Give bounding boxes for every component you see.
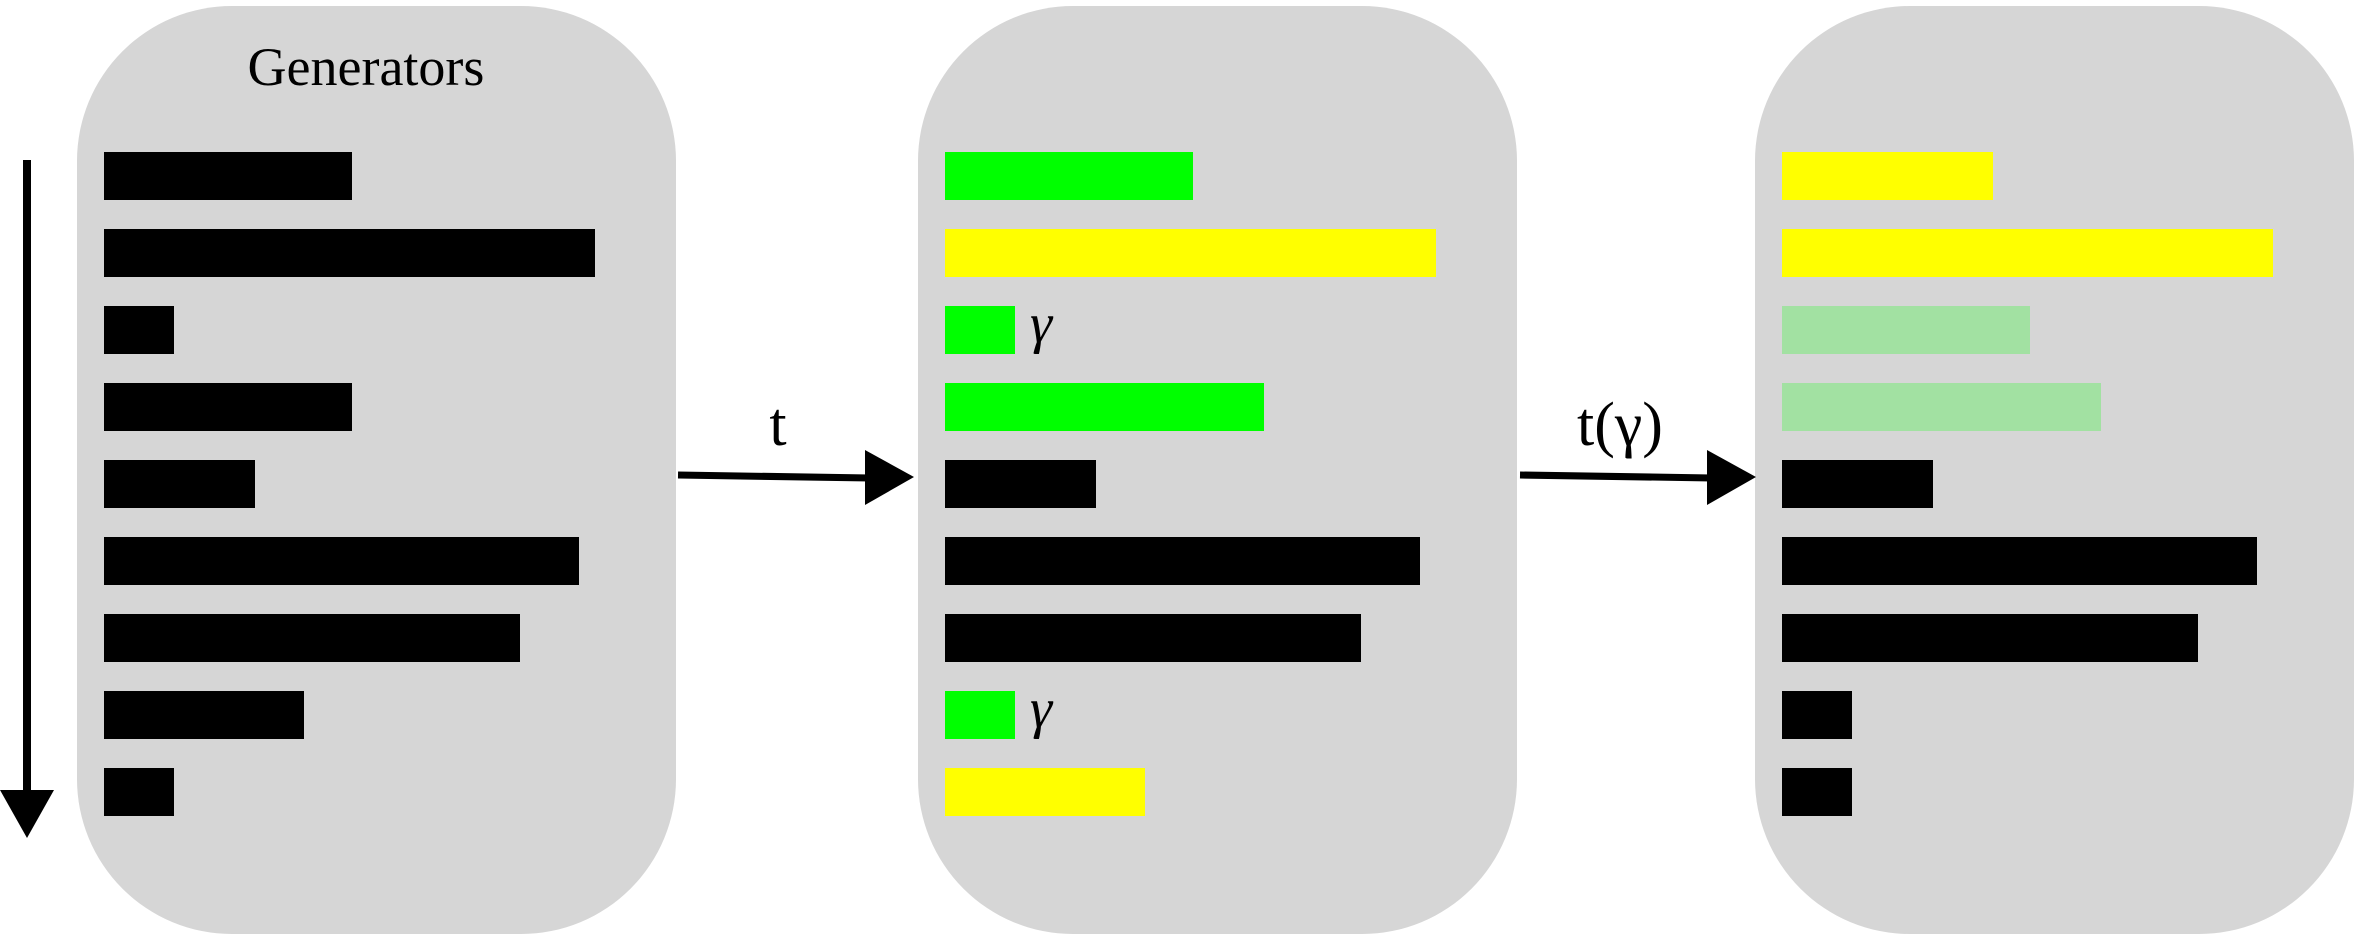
transition-arrow-t-gamma	[1519, 450, 1756, 505]
generator-bar-after-t-gamma-9	[1782, 768, 1852, 816]
generator-bar-after-t-9	[945, 768, 1145, 816]
generator-bar-generators-7	[104, 614, 520, 662]
gamma-marker: γ	[1030, 293, 1054, 355]
generator-bar-after-t-gamma-1	[1782, 152, 1993, 200]
transition-label-t-gamma: t(γ)	[1577, 391, 1663, 459]
generator-bar-after-t-gamma-5	[1782, 460, 1933, 508]
gamma-marker: γ	[1030, 678, 1054, 740]
generator-bar-after-t-2	[945, 229, 1436, 277]
transition-arrow-t	[677, 450, 914, 505]
generator-bar-after-t-gamma-4	[1782, 383, 2101, 431]
generator-bar-generators-4	[104, 383, 352, 431]
generator-bar-generators-6	[104, 537, 579, 585]
generator-bar-after-t-6	[945, 537, 1420, 585]
generator-bar-after-t-gamma-8	[1782, 691, 1852, 739]
generator-bar-generators-2	[104, 229, 595, 277]
generator-bar-generators-1	[104, 152, 352, 200]
generator-bar-after-t-4	[945, 383, 1264, 431]
panel-title: Generators	[248, 37, 485, 97]
generator-bar-generators-5	[104, 460, 255, 508]
generator-bar-after-t-8	[945, 691, 1015, 739]
bars-layer: γγ	[104, 152, 2273, 816]
generator-bar-after-t-3	[945, 306, 1015, 354]
generator-bar-after-t-gamma-2	[1782, 229, 2273, 277]
generator-bar-after-t-gamma-7	[1782, 614, 2198, 662]
generator-bar-after-t-7	[945, 614, 1361, 662]
generator-bar-after-t-gamma-6	[1782, 537, 2257, 585]
order-arrow	[0, 160, 54, 838]
generator-bar-after-t-1	[945, 152, 1193, 200]
generator-bar-generators-9	[104, 768, 174, 816]
generator-bar-generators-3	[104, 306, 174, 354]
generator-bar-generators-8	[104, 691, 304, 739]
transition-label-t: t	[769, 391, 786, 459]
generator-bar-after-t-5	[945, 460, 1096, 508]
generator-bar-after-t-gamma-3	[1782, 306, 2030, 354]
